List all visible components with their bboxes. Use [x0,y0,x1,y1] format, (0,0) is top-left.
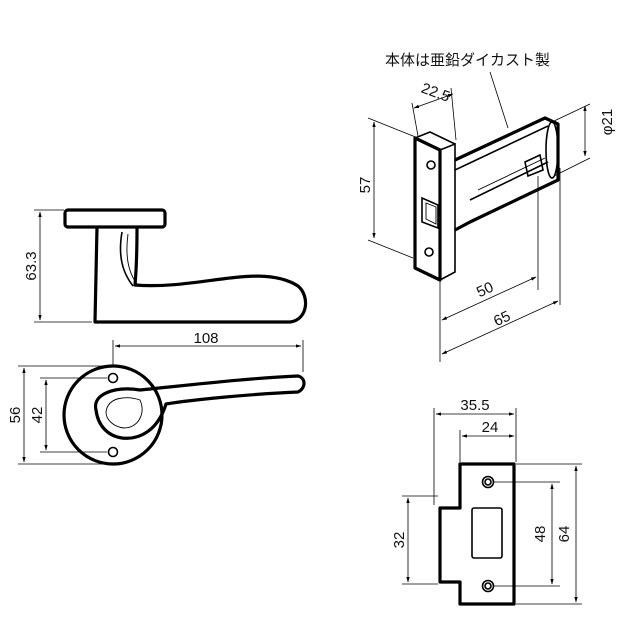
strike-width-label: 35.5 [460,397,489,414]
handle-side-view: 63.3 [23,208,308,324]
strike-plate-view: 35.5 24 32 48 64 [391,397,582,606]
latch-view: 本体は亜鉛ダイカスト製 22.5 57 φ21 [357,51,616,362]
strike-inner-label: 24 [482,419,499,436]
backset-50-label: 50 [474,279,496,301]
material-note: 本体は亜鉛ダイカスト製 [385,51,550,69]
handle-length-label: 108 [193,330,218,347]
rose-screw-label: 42 [29,407,46,424]
handle-height-label: 63.3 [23,251,40,280]
latch-width-label: 22.5 [419,80,452,106]
latch-diameter-label: φ21 [599,109,616,135]
backset-65-label: 65 [491,308,513,330]
handle-front-view: 108 56 42 [7,330,306,466]
latch-height-label: 57 [357,177,374,194]
strike-height-label: 64 [556,526,573,543]
rose-outer-label: 56 [7,407,24,424]
strike-opening-label: 32 [391,532,408,549]
strike-holes-label: 48 [532,526,549,543]
